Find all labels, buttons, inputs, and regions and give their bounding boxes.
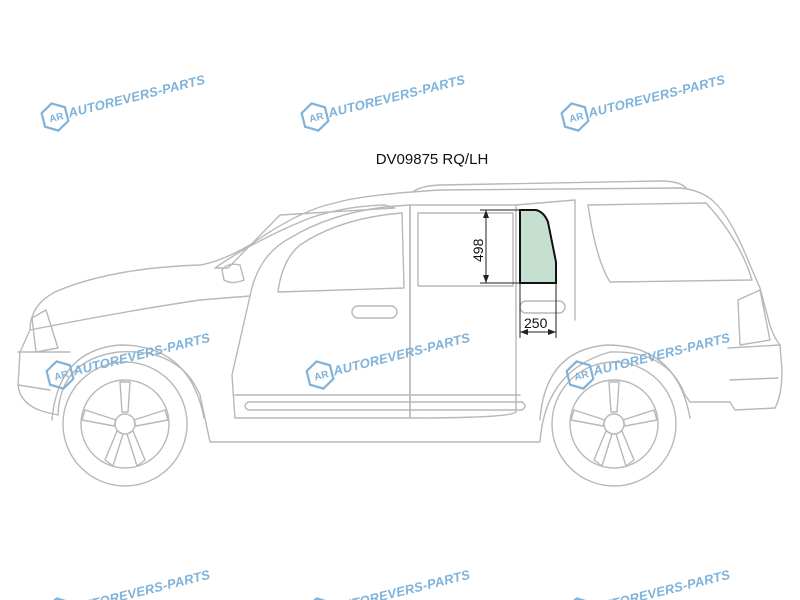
headlight (31, 309, 59, 353)
roof-rack (411, 180, 687, 194)
watermark-logo-icon (43, 594, 77, 600)
width-dimension-label: 250 (524, 315, 548, 331)
height-dimension-label: 498 (470, 238, 486, 262)
vehicle-body (17, 187, 783, 443)
watermark-text: AUTOREVERS-PARTS (331, 567, 472, 600)
front-rim-spokes (81, 381, 169, 467)
watermark-text: AUTOREVERS-PARTS (66, 72, 207, 121)
height-arrow-bottom (483, 275, 489, 283)
front-wheel-arch (51, 344, 205, 421)
tail-light (737, 289, 771, 346)
front-door-handle (351, 305, 398, 319)
watermark-bottom-left: AR AUTOREVERS-PARTS (43, 567, 212, 600)
watermark-bottom-right: AR AUTOREVERS-PARTS (563, 567, 732, 600)
watermark-logo-icon (563, 594, 597, 600)
hood-line (29, 295, 251, 331)
watermark-logo-icon (303, 594, 337, 600)
rear-wheel-arch (539, 344, 691, 421)
rear-rim-spokes (570, 381, 658, 467)
watermark-text: AUTOREVERS-PARTS (326, 72, 467, 121)
rear-wheel (539, 344, 691, 487)
quarter-glass-part (519, 209, 557, 284)
front-bumper (17, 351, 71, 391)
rear-side-window (587, 202, 753, 283)
height-dimension: 498 (470, 209, 520, 284)
rear-bumper (727, 344, 781, 381)
width-arrow-left (520, 329, 528, 335)
watermark-logo-text: AR (568, 111, 585, 125)
width-arrow-right (548, 329, 556, 335)
front-rim (80, 379, 170, 469)
watermark-text: AUTOREVERS-PARTS (71, 567, 212, 600)
watermark-text: AUTOREVERS-PARTS (586, 72, 727, 121)
windshield (214, 204, 396, 269)
watermark-top-center: AR AUTOREVERS-PARTS (298, 72, 467, 135)
c-pillar (515, 199, 576, 321)
watermark-logo-text: AR (48, 111, 65, 125)
rear-door (409, 204, 517, 419)
side-mirror (221, 263, 245, 284)
rear-rim (569, 379, 659, 469)
watermark-logo-text: AR (53, 369, 70, 383)
diagram-title: DV09875 RQ/LH (376, 151, 489, 168)
watermark-text: AUTOREVERS-PARTS (591, 567, 732, 600)
watermark-top-right: AR AUTOREVERS-PARTS (558, 72, 727, 135)
vehicle-outline (17, 180, 783, 443)
side-molding (244, 401, 526, 411)
height-arrow-top (483, 210, 489, 218)
watermark-logo-text: AR (308, 111, 325, 125)
watermark-logo-text: AR (313, 369, 330, 383)
width-dimension: 250 (519, 283, 557, 338)
front-door-window (277, 212, 405, 293)
rear-door-handle (519, 300, 566, 314)
rear-door-window (417, 212, 514, 287)
watermark-logo-text: AR (573, 369, 590, 383)
watermark-top-left: AR AUTOREVERS-PARTS (38, 72, 207, 135)
watermark-bottom-center: AR AUTOREVERS-PARTS (303, 567, 472, 600)
front-wheel (51, 344, 205, 487)
